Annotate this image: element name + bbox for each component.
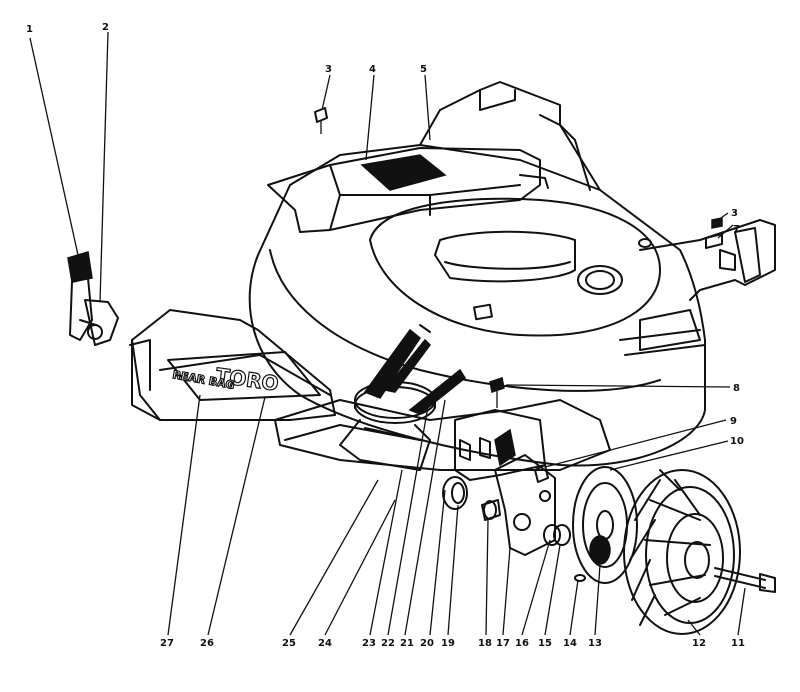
- callout-27: 27: [160, 638, 174, 649]
- callout-24: 24: [318, 638, 332, 649]
- callout-23: 23: [362, 638, 376, 649]
- callout-2: 2: [102, 22, 109, 33]
- drive-gear: [572, 466, 638, 584]
- callout-1: 1: [26, 24, 33, 35]
- callout-18: 18: [478, 638, 492, 649]
- callout-11: 11: [731, 638, 745, 649]
- callout-20: 20: [420, 638, 434, 649]
- mower-deck-housing: [248, 81, 776, 481]
- wheel-bracket: [494, 428, 556, 556]
- callout-5: 5: [420, 64, 427, 75]
- callout-19: 19: [441, 638, 455, 649]
- callout-9: 9: [730, 416, 737, 427]
- callout-13: 13: [588, 638, 602, 649]
- callout-26: 26: [200, 638, 214, 649]
- callout-4: 4: [369, 64, 376, 75]
- callout-10: 10: [730, 436, 744, 447]
- callout-8: 8: [733, 383, 740, 394]
- callout-25: 25: [282, 638, 296, 649]
- callout-3: 3: [325, 64, 332, 75]
- callout-16: 16: [515, 638, 529, 649]
- leader-lines: [29, 31, 746, 636]
- belt-cover: [267, 147, 549, 233]
- callout-7: 7: [733, 224, 740, 235]
- callout-numbers: 1 2 3 4 5 3 7 8 9 10 27 26 25 24 23 22 2…: [26, 22, 745, 649]
- callout-22: 22: [381, 638, 395, 649]
- callout-12: 12: [692, 638, 706, 649]
- callout-3b: 3: [731, 208, 738, 219]
- rear-bag-chute: [129, 309, 336, 421]
- callout-14: 14: [563, 638, 577, 649]
- height-adjust-lever: [67, 251, 119, 346]
- callout-17: 17: [496, 638, 510, 649]
- callout-15: 15: [538, 638, 552, 649]
- blade-pulley-belt: [339, 328, 466, 471]
- callout-21: 21: [400, 638, 414, 649]
- wheel-tire: [623, 469, 776, 635]
- axle-hardware: [314, 107, 723, 582]
